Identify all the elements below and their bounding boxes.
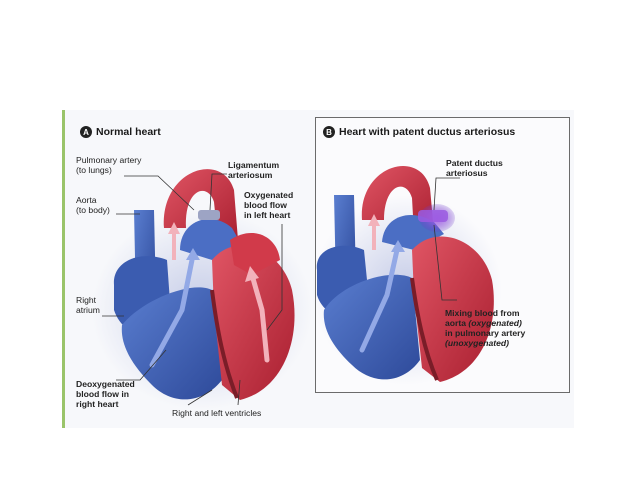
label-right-atrium: Right atrium (76, 295, 100, 315)
accent-rule (62, 110, 65, 428)
label-oxygenated: Oxygenated blood flow in left heart (244, 190, 294, 220)
panel-b-title-text: Heart with patent ductus arteriosus (339, 126, 516, 138)
panel-b-frame (315, 117, 570, 393)
label-deoxygenated: Deoxygenated blood flow in right heart (76, 379, 135, 409)
label-pulmonary-artery: Pulmonary artery (to lungs) (76, 155, 142, 175)
label-ligamentum: Ligamentum arteriosum (228, 160, 280, 180)
panel-a-badge: A (80, 126, 92, 138)
panel-a-title: A Normal heart (80, 126, 161, 138)
label-mixing-blood: Mixing blood from aorta (oxygenated) in … (445, 308, 526, 348)
label-ventricles: Right and left ventricles (172, 408, 262, 418)
label-patent-ductus: Patent ductus arteriosus (446, 158, 503, 178)
panel-b-title: B Heart with patent ductus arteriosus (323, 126, 515, 138)
panel-a-title-text: Normal heart (96, 126, 161, 138)
panel-b-badge: B (323, 126, 335, 138)
normal-heart-illustration (92, 169, 312, 410)
label-aorta: Aorta (to body) (76, 195, 110, 215)
